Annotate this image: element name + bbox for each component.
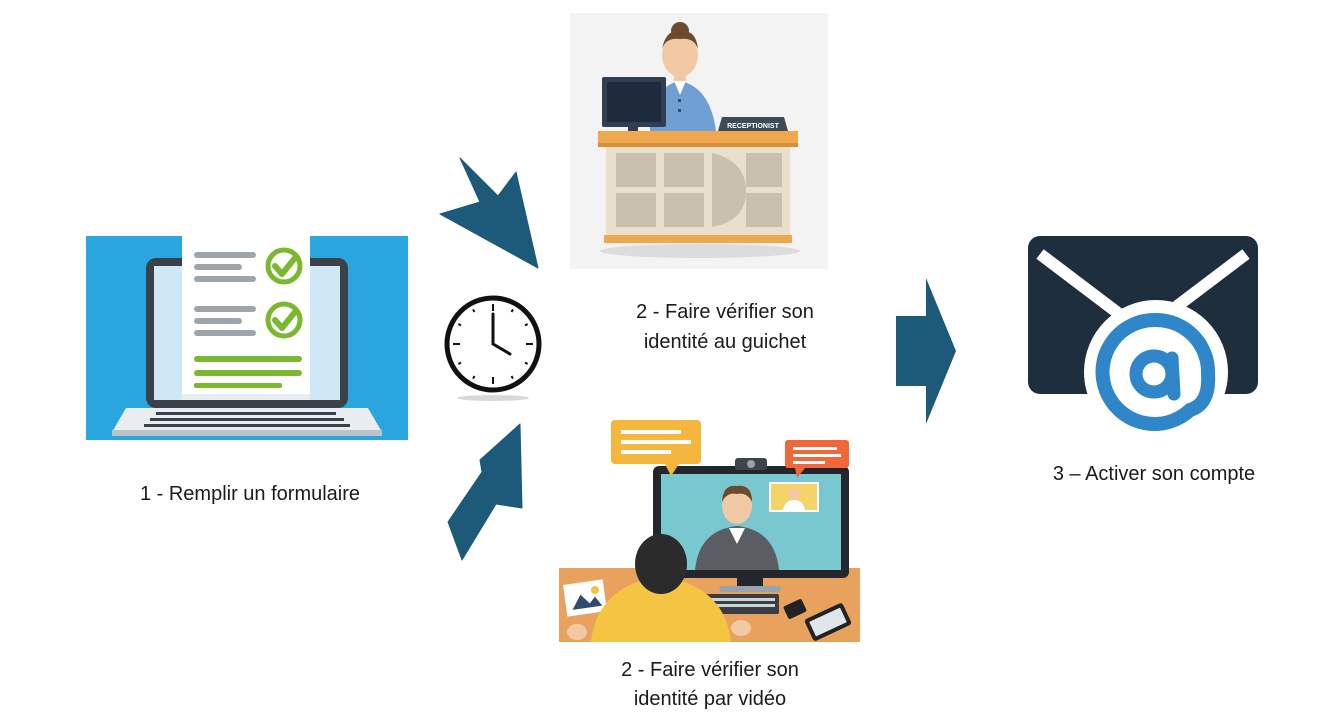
arrow-to-video-icon xyxy=(442,420,532,565)
step1-label: 1 - Remplir un formulaire xyxy=(139,483,361,505)
receptionist-icon: RECEPTIONIST xyxy=(570,13,828,269)
arrow-to-activate-icon xyxy=(894,276,958,426)
step2a-label-line1: 2 - Faire vérifier son xyxy=(636,301,814,323)
receptionist-sign: RECEPTIONIST xyxy=(727,123,779,130)
step2b-label-line2: identité par vidéo xyxy=(633,688,787,710)
laptop-form-icon xyxy=(86,236,408,440)
email-at-icon xyxy=(1026,234,1260,444)
arrow-to-counter-icon xyxy=(438,150,548,275)
clock-icon xyxy=(438,292,548,404)
step2b-label-line1: 2 - Faire vérifier son xyxy=(621,659,799,681)
video-call-icon xyxy=(559,418,860,642)
step2a-label-line2: identité au guichet xyxy=(643,331,807,353)
step3-label: 3 – Activer son compte xyxy=(1052,463,1256,485)
